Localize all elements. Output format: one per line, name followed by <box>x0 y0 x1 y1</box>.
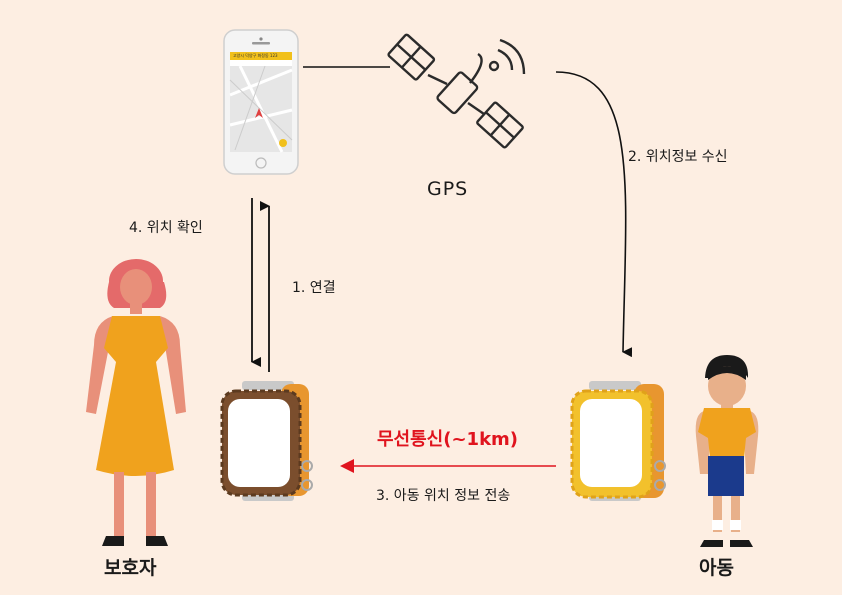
smartwatch-icon <box>570 381 666 501</box>
step3-label: 3. 아동 위치 정보 전송 <box>376 488 511 504</box>
arrow-receive-location <box>555 71 633 358</box>
satellite-icon <box>387 33 526 149</box>
step2-label: 2. 위치정보 수신 <box>628 149 728 165</box>
child-figure <box>695 355 759 547</box>
smartphone-icon <box>223 29 299 175</box>
guardian-label: 보호자 <box>104 557 157 579</box>
step1-label: 1. 연결 <box>292 280 336 296</box>
gps-label: GPS <box>427 178 469 200</box>
child-label: 아동 <box>699 557 734 579</box>
phone-app-bar-text: 고양시 덕양구 화정동 123 <box>233 53 278 58</box>
smartwatch-icon <box>220 381 313 501</box>
guardian-figure <box>86 259 186 546</box>
step4-label: 4. 위치 확인 <box>129 220 203 236</box>
arrow-wireless <box>340 459 556 473</box>
wireless-label: 무선통신(~1km) <box>377 429 519 450</box>
